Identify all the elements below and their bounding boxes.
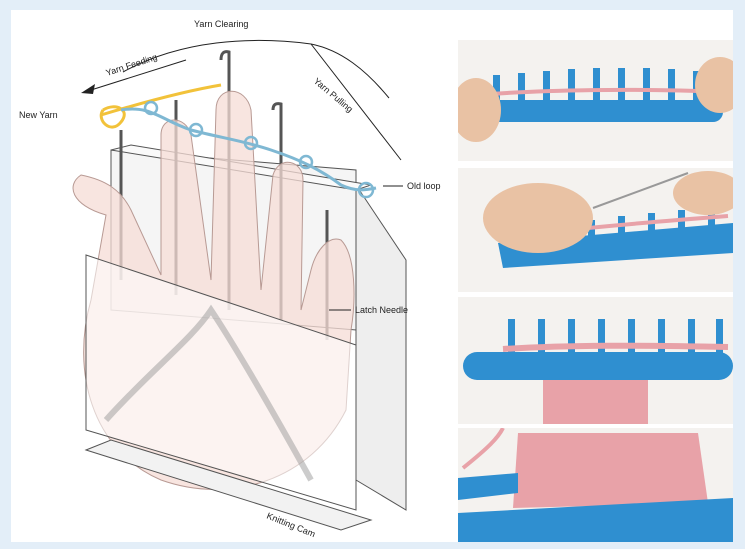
- yarn-clearing-arrow: [123, 40, 389, 98]
- left-hand: [483, 183, 593, 253]
- machine-side-panel: [356, 185, 406, 510]
- photo-loom-closeup: [458, 428, 733, 542]
- knitted-fabric: [513, 433, 708, 508]
- loom-bar: [473, 100, 723, 122]
- photo-loom-hook: [458, 168, 733, 292]
- label-new-yarn: New Yarn: [19, 110, 58, 120]
- loom-bar: [463, 352, 733, 380]
- figure-frame: Yarn Clearing Yarn Feeding Yarn Pulling …: [11, 10, 733, 542]
- label-yarn-feeding: Yarn Feeding: [105, 52, 159, 78]
- label-yarn-clearing: Yarn Clearing: [194, 19, 248, 29]
- photo-loom-knitted-panel: [458, 297, 733, 424]
- loom-pegs: [493, 68, 700, 103]
- new-yarn-loop: [101, 107, 124, 127]
- label-yarn-pulling: Yarn Pulling: [312, 76, 355, 114]
- label-old-loop: Old loop: [407, 181, 441, 191]
- label-latch-needle: Latch Needle: [355, 305, 408, 315]
- new-yarn-strand: [101, 85, 221, 115]
- photo-loom-hands: [458, 40, 733, 161]
- yarn-pulling-arrow: [311, 44, 401, 160]
- pink-yarn-row: [503, 346, 728, 349]
- yarn-feeding-arrowhead: [81, 84, 95, 94]
